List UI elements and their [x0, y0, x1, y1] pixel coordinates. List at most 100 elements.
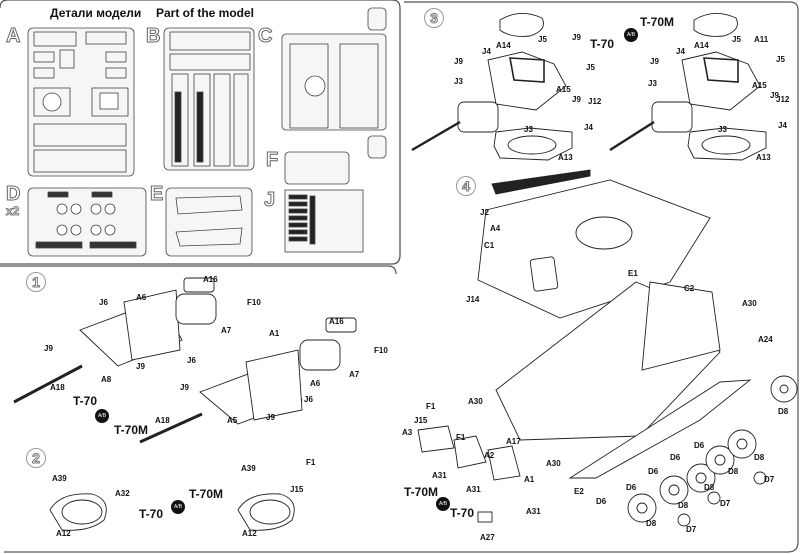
step3-variant-t70m: T-70M [640, 15, 675, 29]
part-label: A17 [506, 437, 521, 446]
step1-variant-t70: T-70 [73, 394, 98, 408]
part-label: J9 [572, 33, 581, 42]
parts-title-en: Part of the model [156, 6, 255, 20]
part-label: A8 [101, 375, 112, 384]
part-label: J4 [482, 47, 491, 56]
page-bottom-border [4, 1, 799, 553]
part-label: A5 [227, 416, 238, 425]
step3-turret-t70 [411, 13, 573, 161]
part-label: D6 [596, 497, 607, 506]
part-label: A2 [484, 451, 495, 460]
step-number-1: 1 [26, 272, 46, 292]
part-label: A11 [754, 35, 769, 44]
part-label: E2 [574, 487, 584, 496]
part-label: J14 [466, 295, 480, 304]
part-label: J6 [187, 356, 196, 365]
part-label: J5 [732, 35, 741, 44]
part-label: A6 [136, 293, 147, 302]
variant-ab-badge-icon: A/B [436, 497, 450, 511]
part-label: A14 [694, 41, 709, 50]
sprue-letter-f: F [265, 149, 279, 171]
part-label: C2 [684, 284, 695, 293]
part-label: E1 [628, 269, 638, 278]
part-label: D7 [686, 525, 697, 534]
part-label: D8 [704, 483, 715, 492]
part-label: J9 [650, 57, 659, 66]
part-label: J9 [572, 95, 581, 104]
part-label: A30 [546, 459, 561, 468]
steps-left-panel-border [0, 265, 397, 275]
part-label: A30 [742, 299, 757, 308]
part-label: A16 [203, 275, 218, 284]
part-label: J12 [776, 95, 790, 104]
part-label: J4 [778, 121, 787, 130]
part-label: A12 [242, 529, 257, 538]
part-label: D6 [694, 441, 705, 450]
sprue-J [284, 189, 364, 253]
part-label: A4 [490, 224, 501, 233]
variant-ab-badge-icon: A/B [95, 409, 109, 423]
part-label: A31 [432, 471, 447, 480]
part-label: A24 [758, 335, 773, 344]
part-label: J15 [414, 416, 428, 425]
part-label: J3 [718, 125, 727, 134]
parts-panel-border [0, 0, 401, 265]
part-label: F1 [426, 402, 436, 411]
part-label: D8 [728, 467, 739, 476]
part-label: D8 [678, 501, 689, 510]
part-label: A31 [466, 485, 481, 494]
step3-variant-t70: T-70 [590, 37, 615, 51]
part-label: A18 [155, 416, 170, 425]
parts-title-ru: Детали модели [50, 6, 142, 20]
sprue-A [27, 27, 135, 177]
sprue-letter-a: A [5, 25, 21, 47]
part-label: J5 [776, 55, 785, 64]
variant-ab-badge-icon: A/B [624, 28, 638, 42]
part-label: A7 [221, 326, 232, 335]
part-label: J5 [586, 63, 595, 72]
part-label: D6 [626, 483, 637, 492]
part-label: A31 [526, 507, 541, 516]
sprue-letter-b: B [145, 25, 161, 47]
part-label: A39 [52, 474, 67, 483]
step1-gun-t70 [13, 277, 217, 404]
step4-hatches [417, 425, 521, 523]
part-label: J15 [290, 485, 304, 494]
part-label: D7 [764, 475, 775, 484]
step2-variant-t70m: T-70M [189, 487, 224, 501]
part-label: J12 [588, 97, 602, 106]
part-label: A13 [756, 153, 771, 162]
part-label: F10 [374, 346, 388, 355]
part-label: A1 [269, 329, 280, 338]
part-label: J2 [480, 208, 489, 217]
part-label: F1 [306, 458, 316, 467]
sprue-C [281, 7, 387, 159]
part-label: A32 [115, 489, 130, 498]
part-label: A18 [50, 383, 65, 392]
step2-cupola-t70 [49, 493, 107, 531]
part-label: A14 [496, 41, 511, 50]
part-label: J6 [99, 298, 108, 307]
part-label: D6 [648, 467, 659, 476]
sprue-D [27, 187, 147, 257]
step4-hull [477, 169, 752, 479]
step-number-3: 3 [424, 8, 444, 28]
part-label: J3 [648, 79, 657, 88]
step-number-2: 2 [26, 448, 46, 468]
sprue-letter-e: E [149, 183, 164, 205]
part-label: A13 [558, 153, 573, 162]
part-label: J4 [676, 47, 685, 56]
part-label: A1 [524, 475, 535, 484]
part-label: D7 [720, 499, 731, 508]
sprue-letter-j: J [263, 189, 276, 211]
step4-roadwheels [627, 375, 798, 527]
step1-variant-t70m: T-70M [114, 423, 149, 437]
part-label: A12 [56, 529, 71, 538]
part-label: D8 [754, 453, 765, 462]
part-label: A30 [468, 397, 483, 406]
sprue-letter-d: D [5, 183, 21, 205]
part-label: A15 [752, 81, 767, 90]
part-label: D8 [778, 407, 789, 416]
step4-variant-t70m: T-70M [404, 485, 439, 499]
